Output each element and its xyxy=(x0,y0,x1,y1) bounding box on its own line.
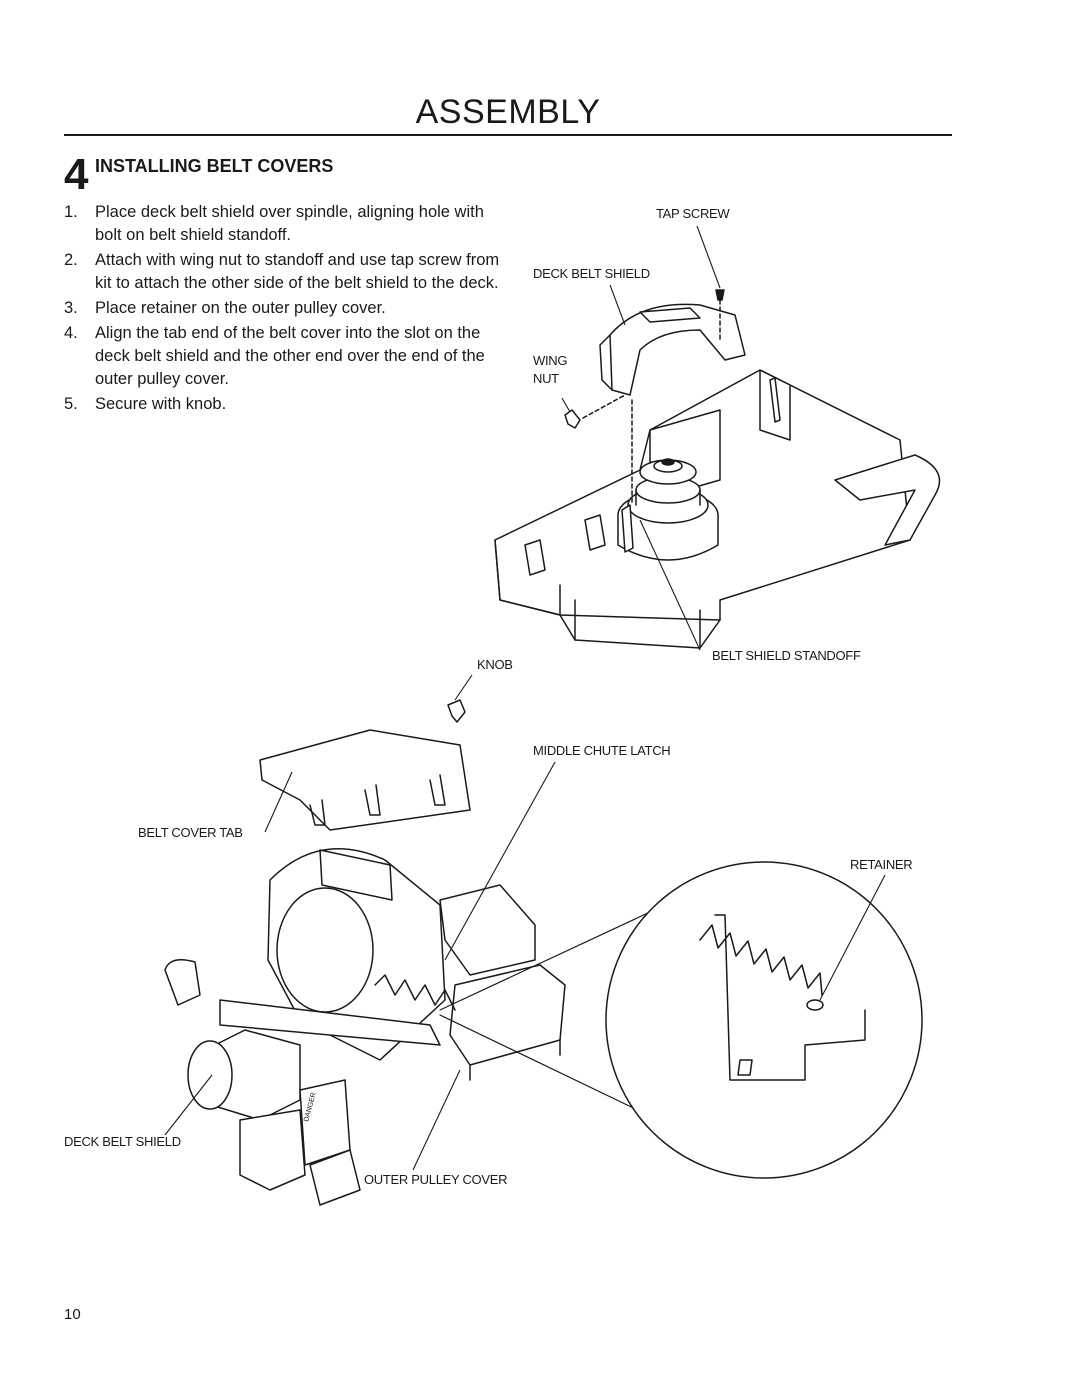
step-index: 1. xyxy=(64,203,78,221)
step-text: Attach with wing nut to standoff and use… xyxy=(95,251,500,292)
instruction-list: 1. Place deck belt shield over spindle, … xyxy=(64,201,504,418)
upper-deck-drawing xyxy=(494,289,941,649)
label-tap-screw: TAP SCREW xyxy=(656,206,730,221)
step-text: Place retainer on the outer pulley cover… xyxy=(95,299,386,317)
step-text: Secure with knob. xyxy=(95,395,227,413)
label-middle-chute-latch: MIDDLE CHUTE LATCH xyxy=(533,743,671,758)
label-nut: NUT xyxy=(533,371,559,386)
label-deck-belt-shield: DECK BELT SHIELD xyxy=(533,266,650,281)
step-index: 3. xyxy=(64,299,78,317)
label-retainer: RETAINER xyxy=(850,857,913,872)
lower-mower-drawing xyxy=(164,699,566,1206)
title-rule xyxy=(64,134,952,136)
label-wing: WING xyxy=(533,353,568,368)
label-belt-cover-tab: BELT COVER TAB xyxy=(138,825,243,840)
leader-lines xyxy=(164,225,886,1171)
instruction-step: 3. Place retainer on the outer pulley co… xyxy=(64,297,504,320)
label-knob: KNOB xyxy=(477,657,513,672)
label-outer-pulley-cover: OUTER PULLEY COVER xyxy=(364,1172,508,1187)
step-index: 5. xyxy=(64,395,78,413)
instruction-step: 2. Attach with wing nut to standoff and … xyxy=(64,249,504,295)
section-heading: INSTALLING BELT COVERS xyxy=(95,156,334,176)
step-index: 2. xyxy=(64,251,78,269)
label-deck-belt-shield-lower: DECK BELT SHIELD xyxy=(64,1134,181,1149)
step-index: 4. xyxy=(64,324,78,342)
retainer-detail xyxy=(439,861,923,1179)
step-number: 4 xyxy=(64,150,89,199)
label-belt-shield-standoff: BELT SHIELD STANDOFF xyxy=(712,648,861,663)
step-text: Align the tab end of the belt cover into… xyxy=(95,324,485,388)
instruction-step: 5. Secure with knob. xyxy=(64,393,504,416)
page-title: ASSEMBLY xyxy=(415,93,601,131)
step-text: Place deck belt shield over spindle, ali… xyxy=(95,203,484,244)
instruction-step: 4. Align the tab end of the belt cover i… xyxy=(64,322,504,391)
instruction-step: 1. Place deck belt shield over spindle, … xyxy=(64,201,504,247)
page-number: 10 xyxy=(64,1306,81,1323)
